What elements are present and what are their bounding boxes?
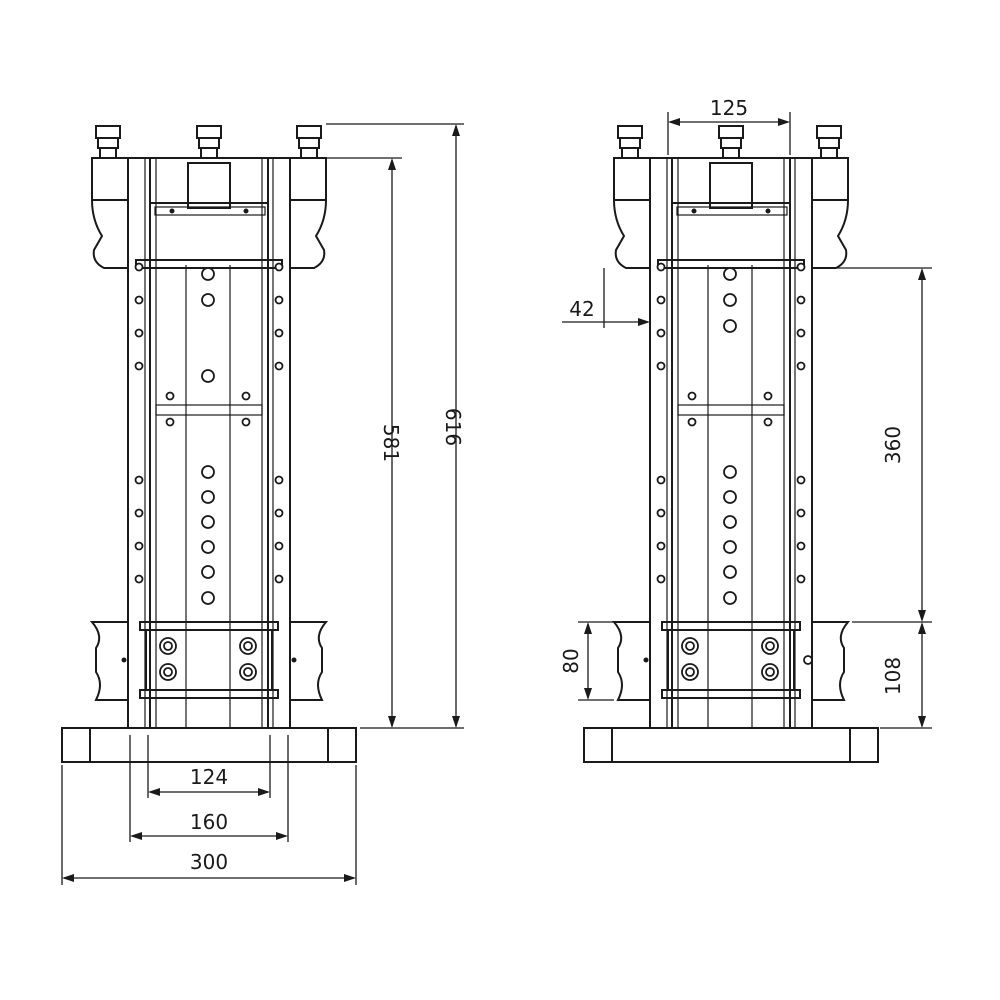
front-column-holes: [134, 262, 284, 584]
side-top-clamp-right: [811, 157, 850, 269]
dim-overall-height: 616: [441, 408, 465, 446]
front-dimensions: 124 160 300 581 616: [61, 123, 465, 885]
front-lower-block: [139, 621, 279, 699]
side-view: 125 42 360 108 80: [559, 96, 932, 763]
dim-lower-block-height: 80: [559, 648, 583, 673]
fitting-icon: [816, 125, 842, 159]
front-view: 124 160 300 581 616: [61, 123, 465, 885]
fitting-icon: [718, 125, 744, 159]
dim-offset: 42: [569, 297, 594, 321]
dim-column-height: 581: [379, 424, 403, 462]
side-top-fittings: [617, 125, 842, 159]
side-column-holes: [656, 262, 806, 584]
side-bottom-clamp-left: [611, 621, 651, 701]
side-bottom-clamp-right: [803, 621, 851, 701]
dim-rail-outer-width: 160: [190, 810, 228, 834]
front-top-clamp-right: [289, 157, 328, 269]
fitting-icon: [196, 125, 222, 159]
front-bottom-clamp-left: [89, 621, 129, 701]
dim-base-width: 300: [190, 850, 228, 874]
front-bottom-clamp-right: [289, 621, 329, 701]
front-top-fittings: [95, 125, 322, 159]
front-guide-rails: [155, 158, 263, 728]
side-center-holes: [723, 267, 737, 605]
fitting-icon: [95, 125, 121, 159]
side-guide-rails: [677, 158, 785, 728]
side-base-plate: [583, 727, 879, 763]
front-base-plate: [61, 727, 357, 763]
side-dimensions: 125 42 360 108 80: [559, 96, 932, 729]
front-center-holes: [201, 267, 215, 605]
dim-stroke-length: 360: [881, 426, 905, 464]
fitting-icon: [617, 125, 643, 159]
front-top-clamp-left: [90, 157, 129, 269]
front-top-header: [135, 157, 283, 269]
side-top-clamp-left: [612, 157, 651, 269]
dim-lower-clamp-height: 108: [881, 657, 905, 695]
dim-rail-inner-width: 124: [190, 765, 228, 789]
fitting-icon: [296, 125, 322, 159]
dim-top-width: 125: [710, 96, 748, 120]
side-top-header: [657, 157, 805, 269]
side-lower-block: [661, 621, 801, 699]
